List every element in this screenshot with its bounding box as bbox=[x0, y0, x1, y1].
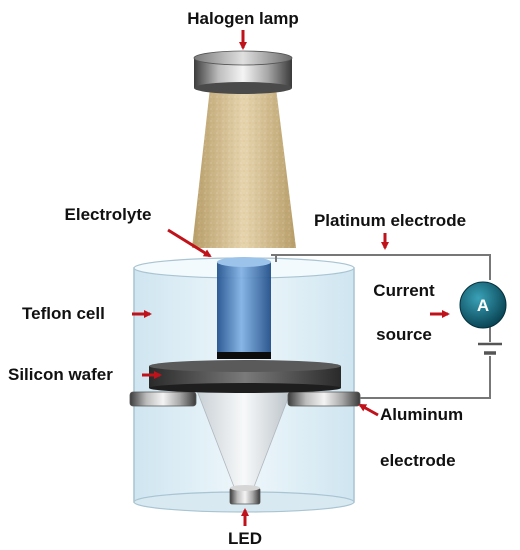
battery-icon bbox=[478, 342, 502, 355]
arrow-aluminum-electrode bbox=[358, 403, 379, 417]
label-silicon-wafer: Silicon wafer bbox=[8, 365, 113, 384]
aluminum-electrode bbox=[129, 391, 361, 407]
led-icon bbox=[229, 485, 261, 505]
ammeter-icon: A bbox=[459, 281, 507, 329]
label-halogen-lamp: Halogen lamp bbox=[187, 9, 298, 28]
halogen-lamp-icon bbox=[193, 50, 293, 94]
label-arrows bbox=[132, 30, 450, 526]
silicon-wafer bbox=[149, 360, 341, 393]
label-current: Current bbox=[373, 281, 435, 300]
circuit-wire bbox=[271, 254, 491, 399]
label-platinum-electrode: Platinum electrode bbox=[314, 211, 466, 230]
light-beam bbox=[192, 88, 296, 248]
label-electrolyte: Electrolyte bbox=[65, 205, 152, 224]
electrolyte-column bbox=[217, 257, 271, 359]
label-led: LED bbox=[228, 529, 262, 548]
label-teflon-cell: Teflon cell bbox=[22, 304, 105, 323]
label-electrode: electrode bbox=[380, 451, 456, 470]
arrow-electrolyte bbox=[167, 228, 212, 258]
ammeter-symbol: A bbox=[477, 296, 489, 315]
label-source: source bbox=[376, 325, 432, 344]
label-aluminum: Aluminum bbox=[380, 405, 463, 424]
